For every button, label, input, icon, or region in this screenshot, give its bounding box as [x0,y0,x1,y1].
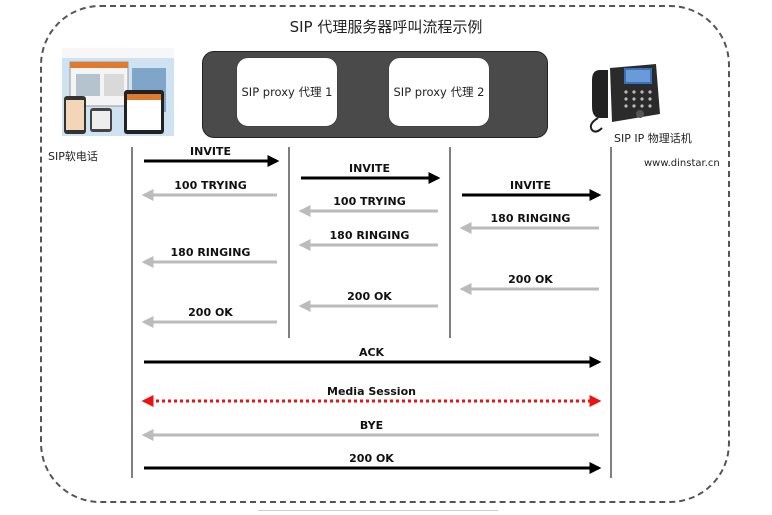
softphone-label: SIP软电话 [48,150,98,163]
message-label: 180 RINGING [171,246,251,259]
message-label: 200 OK [188,306,233,319]
proxy-2-label: SIP proxy 代理 2 [393,85,485,99]
message-label: ACK [359,346,385,359]
sequence-area [125,146,625,482]
message-label: 200 OK [347,290,392,303]
proxy-1-box: SIP proxy 代理 1 [236,57,338,127]
diagram-title: SIP 代理服务器呼叫流程示例 [289,18,483,36]
proxy-2-box: SIP proxy 代理 2 [388,57,490,127]
message-label: 100 TRYING [174,179,246,192]
proxy-1-label: SIP proxy 代理 1 [241,85,333,99]
message-label: 180 RINGING [491,212,571,225]
ip-phone-image [582,62,666,134]
message-label: INVITE [349,162,390,175]
softphone-image [62,48,174,136]
ip-phone-label: SIP IP 物理话机 [614,132,692,145]
message-label: INVITE [510,179,551,192]
message-label: INVITE [190,145,231,158]
outer-dashed-frame [40,5,730,503]
message-label: 180 RINGING [330,229,410,242]
message-label: 200 OK [349,452,394,465]
bottom-bar [258,510,498,511]
message-label: BYE [360,419,383,432]
message-label: 200 OK [508,273,553,286]
message-label: Media Session [327,385,416,398]
website-label: www.dinstar.cn [644,158,720,169]
message-label: 100 TRYING [333,195,405,208]
